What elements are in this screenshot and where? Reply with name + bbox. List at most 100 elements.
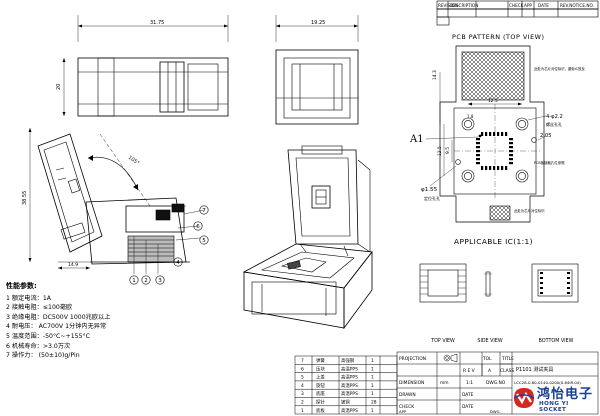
locate-hole-label: 定位孔孔	[424, 195, 440, 201]
bom-cell: 高温PPS	[341, 374, 358, 381]
top-view-label: TOP VIEW	[430, 338, 455, 344]
logo-english-name: HONG YI SOCKET	[539, 401, 569, 413]
bom-cell: 旋钮	[316, 382, 325, 389]
bom-cell: 3	[301, 391, 304, 397]
logo-mark-icon	[513, 388, 535, 408]
bom-cell: 底板	[316, 407, 325, 414]
open-side-view: 38.55 105° 14.9	[22, 128, 190, 270]
bom-cell: 高温PPS	[341, 382, 358, 389]
title-label: TITLE	[501, 356, 514, 362]
bom-cell: 1	[371, 383, 374, 389]
pcb-height-dim: 12.5	[437, 146, 443, 156]
bom-cell: 高温PPS	[341, 390, 358, 397]
bom-cells: 7 弹簧 高强钢 1 6 压块 高温PPS 1 5 上盖 高温PPS 1 4 旋…	[301, 357, 377, 414]
bom-cell: 1	[301, 408, 304, 414]
check-label: CHECK	[399, 404, 414, 410]
front-height-dim: 20	[56, 84, 62, 90]
front-view: 31.75 20	[56, 15, 229, 117]
applicable-ic-label: APPLICABLE IC(1:1)	[454, 237, 533, 246]
date-label-1: DATE	[462, 392, 474, 398]
unit-value: mm	[440, 381, 449, 386]
class-label: CLASS	[500, 368, 514, 374]
part-balloons: 1 2 3 4 5 6 7	[129, 205, 209, 285]
bom-cell: 1	[371, 391, 374, 397]
base-depth-dim: 14.9	[68, 262, 78, 268]
balloon-7: 7	[202, 208, 206, 214]
title-block	[396, 351, 599, 415]
pitch-05-dim: 2.05	[540, 133, 552, 139]
bom-cell: 1	[371, 408, 374, 414]
spec-item: 1 额定电流：1A	[6, 294, 52, 302]
pcb-pattern-label: PCB PATTERN (TOP VIEW)	[452, 33, 544, 41]
balloon-5: 5	[202, 238, 206, 244]
rev-value: A	[488, 368, 491, 374]
balloon-6: 6	[196, 224, 200, 230]
side-width-dim: 19.25	[311, 20, 325, 26]
hole-mark-dim: φ1.55	[421, 187, 438, 193]
tolerance-label: TOL	[482, 356, 492, 362]
open-height-dim: 38.55	[22, 191, 28, 205]
title-value: P1101 测试夹具	[516, 366, 553, 373]
projection-label: PROJECTION	[399, 356, 426, 362]
side-view: 19.25	[275, 15, 359, 125]
spec-item: 7 操作力： (50±10)g/Pin	[6, 352, 80, 360]
title-block-text: PROJECTION TOL TITLE P1101 测试夹具 R E V A …	[399, 356, 581, 414]
front-width-dim: 31.75	[150, 20, 164, 26]
bom-cell: 底座	[316, 390, 325, 397]
rev-col-1: REVISION	[438, 3, 458, 8]
side-view-label: SIDE VIEW	[477, 338, 502, 344]
bom-cell: 高温PPS	[341, 407, 358, 414]
spec-title: 性能参数:	[6, 282, 37, 290]
balloon-3: 3	[158, 278, 162, 284]
ic-views: TOP VIEW SIDE VIEW BOTTOM VIEW	[419, 263, 579, 344]
pitch-width-dim: 12.5	[488, 98, 498, 104]
rev-col-3: CHECK	[509, 3, 524, 8]
bom-cell: 1	[371, 375, 374, 381]
bom-cell: 2	[301, 400, 304, 406]
app-label: APP	[399, 409, 407, 414]
revision-block: REVISION DESCRIPTION CHECK APP DATE REV.…	[436, 0, 599, 26]
bom-cell: 上盖	[316, 374, 325, 381]
scale-value: 1:1	[466, 380, 473, 386]
bom-cell: 1	[371, 358, 374, 364]
spec-item: 2 接触电阻：≤100毫欧	[6, 304, 73, 312]
company-logo: 鸿怡电子 HONG YI SOCKET	[512, 383, 598, 413]
rev-label: R E V	[463, 368, 475, 374]
bottom-view-label: BOTTOM VIEW	[539, 338, 574, 344]
bom-cell: 高强钢	[341, 357, 355, 364]
pcb-small-dim: 1.8	[467, 114, 474, 119]
rev-col-6: REV.NOTICE.NO.	[560, 3, 594, 8]
spec-list: 性能参数: 1 额定电流：1A 2 接触电阻：≤100毫欧 3 绝缘电阻：DC5…	[6, 282, 110, 361]
pcb-9-dim: 9.5	[445, 147, 451, 154]
bom-cell: 7	[301, 358, 304, 364]
rev-col-2: DESCRIPTION	[450, 3, 478, 8]
bom-cell: 1	[371, 366, 374, 372]
logo-chinese-name: 鸿怡电子	[537, 387, 594, 402]
note-bottom: 此处为芯片对位标识	[514, 208, 545, 213]
angle-dim: 105°	[127, 155, 141, 167]
bom-cell: 探针	[316, 399, 325, 406]
spec-item: 6 机械寿命：>3.0万次	[6, 342, 71, 350]
note-mid: PCB板接触孔位参照	[534, 160, 565, 165]
a1-label: A1	[409, 134, 424, 145]
balloon-1: 1	[132, 278, 136, 284]
bom-cell: 铍铜	[341, 399, 350, 406]
bom-cell: 6	[301, 366, 304, 372]
dimension-label: DIMENSION	[399, 380, 424, 386]
pcb-pattern: PCB PATTERN (TOP VIEW) 12.5 14.3 12.5	[409, 33, 585, 246]
bom-cell: 弹簧	[316, 357, 325, 364]
isometric-view	[242, 145, 373, 330]
bom-cell: 压块	[316, 365, 325, 372]
part-number: LCC28-0.80-0140-0200(0.84IR.04)	[514, 380, 581, 385]
bom-cell: 4	[301, 383, 304, 389]
date-label-2: DATE	[462, 404, 474, 410]
bom-cell: 28	[371, 400, 377, 406]
dwg-no-label: DWG.NO	[486, 380, 506, 386]
screw-hole-label: 螺丝孔孔	[546, 121, 562, 127]
note-top: 此处为芯片对位标识，避免IC放反	[534, 66, 585, 71]
pcb-side-dim: 14.3	[432, 70, 438, 80]
pin-hole-callout: 4-φ2.2	[546, 114, 563, 120]
spec-item: 5 温度范围：-50°C~+155°C	[6, 332, 90, 340]
